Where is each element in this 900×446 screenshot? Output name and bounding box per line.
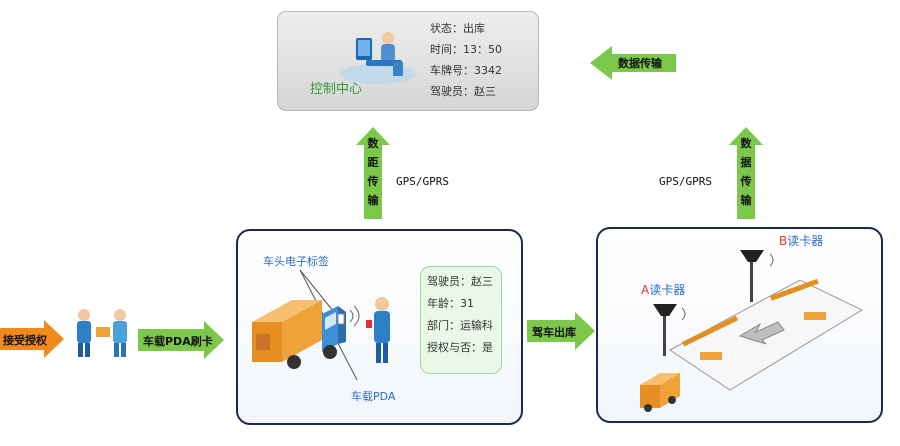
status-line: 状态：出库 <box>430 22 485 35</box>
reader-b-label: B读卡器 <box>779 232 823 249</box>
uplink-char: 传 <box>367 175 379 188</box>
right-uplink-text: 数 据 传 输 <box>739 134 753 210</box>
status-list: 状态：出库 时间：13：50 车牌号：3342 驾驶员：赵三 <box>430 18 502 102</box>
reader-b-letter: B <box>779 234 788 248</box>
uplink-char: 距 <box>367 156 379 169</box>
reader-a-letter: A <box>641 283 650 297</box>
uplink-char: 据 <box>740 156 752 169</box>
reader-a-text: 读卡器 <box>649 283 686 297</box>
status-line: 时间：13：50 <box>430 43 502 56</box>
driver-info-line: 驾驶员：赵三 <box>427 275 493 288</box>
driver-info-line: 部门：运输科 <box>427 319 493 332</box>
truck-scene <box>252 269 390 381</box>
drive-out-label: 驾车出库 <box>532 326 576 339</box>
control-center-title: 控制中心 <box>310 82 363 97</box>
left-uplink-text: 数 距 传 输 <box>366 134 380 210</box>
right-uplink-arrow <box>729 127 763 219</box>
gate-scene <box>640 250 864 412</box>
vehicle-pda-label: 车载PDA <box>351 390 396 403</box>
left-protocol-label: GPS/GPRS <box>396 175 449 188</box>
electronic-tag-label: 车头电子标签 <box>263 255 329 268</box>
pda-swipe-label: 车载PDA刷卡 <box>143 335 213 348</box>
pda-swipe-arrow <box>138 321 224 359</box>
control-center-box: 控制中心 状态：出库 时间：13：50 车牌号：3342 驾驶员：赵三 <box>277 11 539 111</box>
driver-info-bubble: 驾驶员：赵三 年龄：31 部门：运输科 授权与否：是 <box>420 266 502 374</box>
left-uplink-arrow <box>356 127 390 219</box>
right-protocol-label: GPS/GPRS <box>659 175 712 188</box>
uplink-char: 输 <box>740 194 752 207</box>
uplink-char: 数 <box>367 137 379 150</box>
handshake-icon <box>77 309 127 357</box>
authorization-arrow <box>0 320 64 358</box>
data-transfer-label: 数据传输 <box>618 57 662 70</box>
reader-b-text: 读卡器 <box>787 234 824 248</box>
driver-info-line: 年龄：31 <box>427 297 474 310</box>
uplink-char: 输 <box>367 194 379 207</box>
status-line: 驾驶员：赵三 <box>430 85 496 98</box>
reader-a-label: A读卡器 <box>641 281 685 298</box>
authorization-label: 接受授权 <box>3 334 47 347</box>
data-transfer-arrow <box>590 46 676 80</box>
driver-info-line: 授权与否：是 <box>427 341 493 354</box>
uplink-char: 数 <box>740 137 752 150</box>
uplink-char: 传 <box>740 175 752 188</box>
operator-icon <box>340 32 416 84</box>
status-line: 车牌号：3342 <box>430 64 502 77</box>
drive-out-arrow <box>527 312 595 350</box>
